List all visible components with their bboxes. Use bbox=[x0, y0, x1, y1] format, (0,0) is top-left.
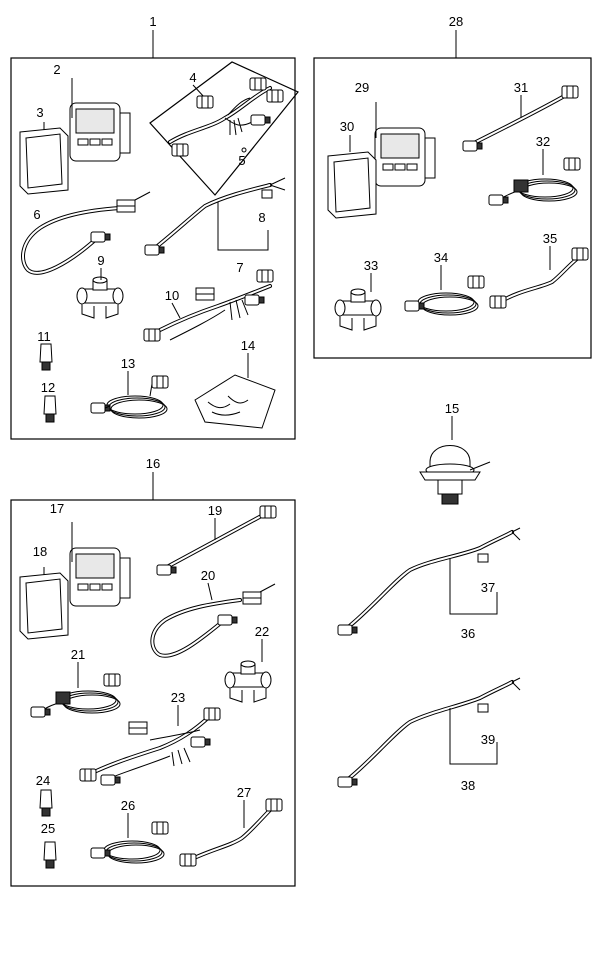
callout-15: 15 bbox=[445, 401, 459, 416]
callout-31: 31 bbox=[514, 80, 528, 95]
wire-harness-4 bbox=[168, 77, 284, 157]
display-unit-17 bbox=[69, 547, 131, 607]
callout-1: 1 bbox=[149, 14, 156, 29]
callout-9: 9 bbox=[97, 253, 104, 268]
callout-24: 24 bbox=[36, 773, 50, 788]
callout-14: 14 bbox=[241, 338, 255, 353]
kit-box-28 bbox=[313, 57, 592, 359]
callout-16: 16 bbox=[146, 456, 160, 471]
power-cable-21 bbox=[30, 673, 121, 718]
gps-sensor-15 bbox=[419, 445, 491, 505]
callout-37: 37 bbox=[481, 580, 495, 595]
callout-33: 33 bbox=[364, 258, 378, 273]
callout-27: 27 bbox=[237, 785, 251, 800]
tee-connector-22 bbox=[224, 660, 272, 703]
callout-3: 3 bbox=[36, 105, 43, 120]
sun-cover-30 bbox=[327, 151, 377, 219]
callout-36: 36 bbox=[461, 626, 475, 641]
tee-connector-33 bbox=[334, 288, 382, 331]
callout-30: 30 bbox=[340, 119, 354, 134]
sensor-cable-7 bbox=[144, 177, 286, 256]
callout-18: 18 bbox=[33, 544, 47, 559]
wire-harness-23 bbox=[79, 707, 221, 786]
callout-7: 7 bbox=[236, 260, 243, 275]
drop-cable-13 bbox=[90, 375, 169, 419]
callout-39: 39 bbox=[481, 732, 495, 747]
terminator-12 bbox=[43, 395, 57, 423]
callout-35: 35 bbox=[543, 231, 557, 246]
wire-harness-10 bbox=[143, 269, 274, 342]
transducer-cable-6 bbox=[21, 191, 151, 275]
power-cable-32 bbox=[488, 157, 581, 206]
callout-19: 19 bbox=[208, 503, 222, 518]
callout-28: 28 bbox=[449, 14, 463, 29]
adapter-cable-27 bbox=[179, 798, 283, 867]
sun-cover-3 bbox=[19, 127, 69, 195]
display-unit-29 bbox=[374, 127, 436, 187]
callout-20: 20 bbox=[201, 568, 215, 583]
adapter-cable-35 bbox=[489, 247, 589, 309]
sun-cover-18 bbox=[19, 572, 69, 640]
callout-29: 29 bbox=[355, 80, 369, 95]
callout-4: 4 bbox=[189, 70, 196, 85]
terminator-11 bbox=[39, 343, 53, 371]
callout-11: 11 bbox=[37, 329, 51, 344]
callout-26: 26 bbox=[121, 798, 135, 813]
callout-8: 8 bbox=[258, 210, 265, 225]
terminator-24 bbox=[39, 789, 53, 817]
callout-12: 12 bbox=[41, 380, 55, 395]
tee-connector-9 bbox=[76, 276, 124, 319]
sensor-cable-36 bbox=[337, 527, 521, 636]
parts-bag-14 bbox=[194, 374, 276, 429]
callout-22: 22 bbox=[255, 624, 269, 639]
callout-23: 23 bbox=[171, 690, 185, 705]
harness-kit-4-frame bbox=[149, 61, 299, 196]
drop-cable-34 bbox=[404, 275, 485, 316]
drop-cable-26 bbox=[90, 821, 169, 864]
callout-17: 17 bbox=[50, 501, 64, 516]
callout-13: 13 bbox=[121, 356, 135, 371]
callout-10: 10 bbox=[165, 288, 179, 303]
callout-2: 2 bbox=[53, 62, 60, 77]
callout-6: 6 bbox=[33, 207, 40, 222]
display-unit-2 bbox=[69, 102, 131, 162]
backbone-cable-31 bbox=[462, 85, 579, 152]
sensor-cable-38 bbox=[337, 677, 521, 788]
callout-34: 34 bbox=[434, 250, 448, 265]
fuse-5 bbox=[241, 147, 247, 153]
transducer-cable-20 bbox=[150, 583, 276, 658]
callout-32: 32 bbox=[536, 134, 550, 149]
callout-38: 38 bbox=[461, 778, 475, 793]
callout-5: 5 bbox=[238, 153, 245, 168]
callout-25: 25 bbox=[41, 821, 55, 836]
callout-21: 21 bbox=[71, 647, 85, 662]
backbone-cable-19 bbox=[156, 505, 277, 576]
terminator-25 bbox=[43, 841, 57, 869]
